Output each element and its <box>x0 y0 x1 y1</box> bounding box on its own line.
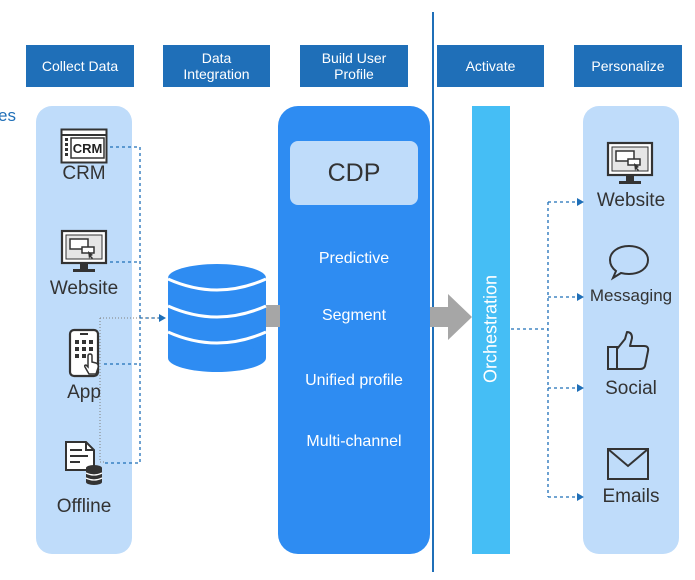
database-icon <box>167 264 267 372</box>
cdp-item-unified-profile: Unified profile <box>305 372 403 389</box>
cdp-item-predictive: Predictive <box>318 250 390 267</box>
source-label-website: Website <box>49 278 119 299</box>
channel-label-emails: Emails <box>602 486 660 507</box>
envelope-icon <box>607 448 649 480</box>
cdp-title-box: CDP <box>290 141 418 205</box>
clipped-edge-text: es <box>0 106 16 125</box>
header-personalize: Personalize <box>574 45 682 87</box>
header-build-user-profile: Build User Profile <box>300 45 408 87</box>
activate-divider <box>432 12 434 572</box>
cdp-item-segment: Segment <box>321 307 387 324</box>
channel-label-website: Website <box>596 190 666 211</box>
source-label-offline: Offline <box>56 496 112 517</box>
orchestration-bar <box>472 106 510 554</box>
monitor-icon <box>606 141 654 184</box>
website-icon <box>60 229 108 272</box>
thumbs-up-icon <box>607 331 650 370</box>
chat-bubble-icon <box>608 244 650 281</box>
offline-icon <box>65 441 103 485</box>
source-label-app: App <box>67 382 101 403</box>
cdp-item-multi-channel: Multi-channel <box>306 433 402 450</box>
orchestration-label: Orchestration <box>480 274 501 384</box>
header-activate: Activate <box>437 45 544 87</box>
channel-label-social: Social <box>605 378 657 399</box>
header-data-integration: Data Integration <box>163 45 270 87</box>
channel-label-messaging: Messaging <box>589 286 673 305</box>
header-collect-data: Collect Data <box>26 45 134 87</box>
app-icon <box>68 328 100 378</box>
crm-icon: CRM <box>60 128 108 164</box>
source-label-crm: CRM <box>62 163 106 184</box>
crm-badge-text: CRM <box>73 141 103 156</box>
